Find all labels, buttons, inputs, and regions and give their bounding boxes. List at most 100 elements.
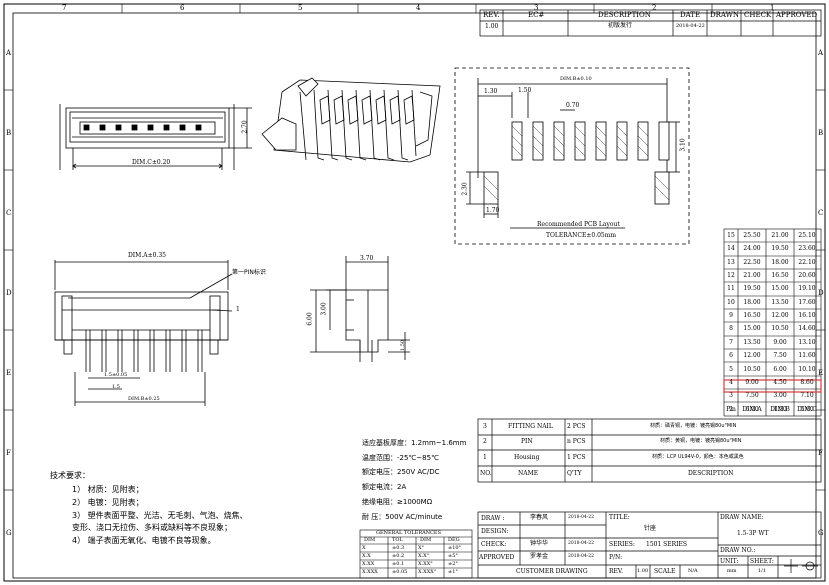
bom-desc-header: DESCRIPTION — [688, 470, 734, 477]
tol-cell: ±5° — [448, 553, 458, 559]
dim-table-cell: 20.60 — [798, 272, 816, 280]
tol-cell: X — [362, 545, 366, 551]
series-value: 1501 SERIES — [646, 541, 688, 548]
check-label: CHECK: — [481, 541, 507, 548]
frame-number: 5 — [298, 4, 303, 12]
spec-item: 额定电流：2A — [362, 483, 407, 491]
title-value: 针座 — [644, 525, 657, 532]
bom-name-header: NAME — [518, 470, 539, 477]
frame-letter: B — [6, 129, 12, 137]
pcb-dim-b-label: DIM.B±0.10 — [560, 76, 592, 82]
bom-no: 2 — [483, 438, 487, 445]
dim-table-cell: 16.50 — [771, 272, 789, 280]
pcb-d6-label: 1.70 — [486, 207, 500, 214]
frame-letter: G — [818, 529, 824, 537]
spec-item: 额定电压：250V AC/DC — [362, 468, 440, 476]
frame-letter: E — [6, 369, 12, 377]
drawname-label: DRAW NAME: — [720, 514, 764, 521]
dim-table-cell: 16.10 — [798, 312, 816, 320]
tolerance-table-lines — [359, 529, 473, 579]
frame-letter: A — [6, 49, 12, 57]
approved-name: 罗孝金 — [530, 553, 549, 560]
dim-b-label: DIM.B±0.25 — [128, 396, 160, 402]
rev-header: REV. — [483, 11, 500, 19]
dim-table-pin: 11 — [727, 285, 735, 293]
bom-name: FITTING NAIL — [508, 423, 553, 430]
requirements-title: 技术要求： — [50, 471, 90, 480]
pcb-d1-label: 1.30 — [484, 88, 498, 95]
tol-cell: X.XX — [362, 561, 375, 567]
tol-cell: ±0.1 — [392, 561, 405, 567]
pin1-label: 第一PIN标识 — [232, 269, 266, 276]
dim-table-cell: 15.00 — [743, 325, 761, 333]
tol-cell: ±0.05 — [392, 569, 408, 575]
rev-value: 1.00 — [637, 568, 649, 574]
dim-table-pin: 8 — [729, 325, 733, 333]
dim-table-cell: 5.60 — [800, 405, 814, 413]
approved-date: 2018-04-22 — [568, 554, 594, 559]
pcb-layout — [454, 67, 690, 245]
frame-number: 7 — [62, 4, 67, 12]
dim-table-cell: 17.60 — [798, 298, 816, 306]
frame-number: 3 — [534, 4, 539, 12]
dim-table-header: DIM.B — [770, 406, 790, 413]
requirement-item: 变形、浇口无拉伤、多料或缺料等不良现象； — [72, 523, 232, 532]
requirement-item: 4） 端子表面无氧化、电镀不良等现象。 — [72, 536, 216, 545]
dim-a-label: DIM.A±0.35 — [128, 252, 166, 259]
pcb-d4-label: 3.10 — [679, 138, 687, 152]
dim-table-cell: 19.10 — [798, 285, 816, 293]
dim-table-cell: 4.50 — [773, 378, 787, 386]
side-width-label: 3.70 — [360, 255, 374, 262]
sheet-label: SHEET: — [750, 558, 774, 565]
dim-c-label: DIM.C±0.20 — [132, 159, 171, 166]
side-mid-label: 3.00 — [320, 302, 328, 316]
dim-table-cell: 12.00 — [771, 312, 789, 320]
dim-table-cell: 8.60 — [800, 378, 814, 386]
dim-table-cell: 10.10 — [798, 365, 816, 373]
tol-header: DIM — [420, 537, 432, 543]
rev-label: REV. — [609, 568, 624, 575]
series-label: SERIES: — [609, 541, 635, 548]
dim-table-header: Pin — [726, 406, 736, 413]
frame-letter: A — [818, 49, 824, 57]
frame-letter: G — [6, 529, 12, 537]
dim-table-cell: 10.50 — [771, 325, 789, 333]
tol-cell: ±0.2 — [392, 553, 405, 559]
dim-270-label: 2.70 — [241, 120, 249, 134]
dim-table-pin: 10 — [727, 298, 735, 306]
revision-table-lines — [479, 9, 822, 37]
dim-table-cell: 9.00 — [745, 378, 759, 386]
frame-number: 6 — [180, 4, 185, 12]
unit-value: mm — [727, 568, 737, 574]
tol-cell: ±2° — [448, 561, 458, 567]
bom-desc: 材质：磷青铜，电镀：镀亮锡80u"MIN — [650, 423, 737, 429]
draw-label: DRAW : — [481, 515, 505, 522]
tolerance-title: GENERAL TOLERANCES — [376, 530, 442, 536]
tol-cell: ±0.3 — [392, 545, 405, 551]
frame-letter: F — [818, 449, 823, 457]
tol-cell: X.X° — [418, 553, 430, 559]
dim-table-cell: 19.50 — [743, 285, 761, 293]
spec-item: 温度范围：-25℃~85℃ — [362, 454, 439, 462]
dim-table-cell: 13.50 — [743, 338, 761, 346]
scale-value: N/A — [688, 568, 698, 574]
bom-desc: 材质：黄铜，电镀：镀亮锡80u"MIN — [660, 438, 742, 444]
spec-item: 耐 压：500V AC/minute — [362, 513, 443, 521]
dim-table-cell: 3.00 — [773, 392, 787, 400]
draw-name: 李春风 — [530, 514, 549, 521]
dim-table-cell: 25.50 — [743, 232, 761, 239]
dim-table-cell: 24.00 — [743, 245, 761, 253]
bom-qty: 2 PCS — [567, 423, 586, 430]
dim-table-cell: 16.50 — [743, 312, 761, 320]
pcb-d5-label: 2.30 — [461, 182, 469, 196]
bom-name: PIN — [521, 438, 533, 445]
check-header: CHECK — [744, 11, 772, 19]
bom-no: 3 — [483, 423, 487, 430]
tol-header: DIM — [364, 537, 376, 543]
dim-pitch-label: 1.5 — [112, 384, 120, 390]
tol-cell: ±1° — [448, 569, 458, 575]
dim-table-cell: 7.50 — [773, 352, 787, 360]
requirement-item: 2） 电镀：见附表； — [72, 498, 144, 507]
sheet-value: 1/1 — [758, 568, 767, 574]
bom-qty: n PCS — [567, 438, 586, 445]
